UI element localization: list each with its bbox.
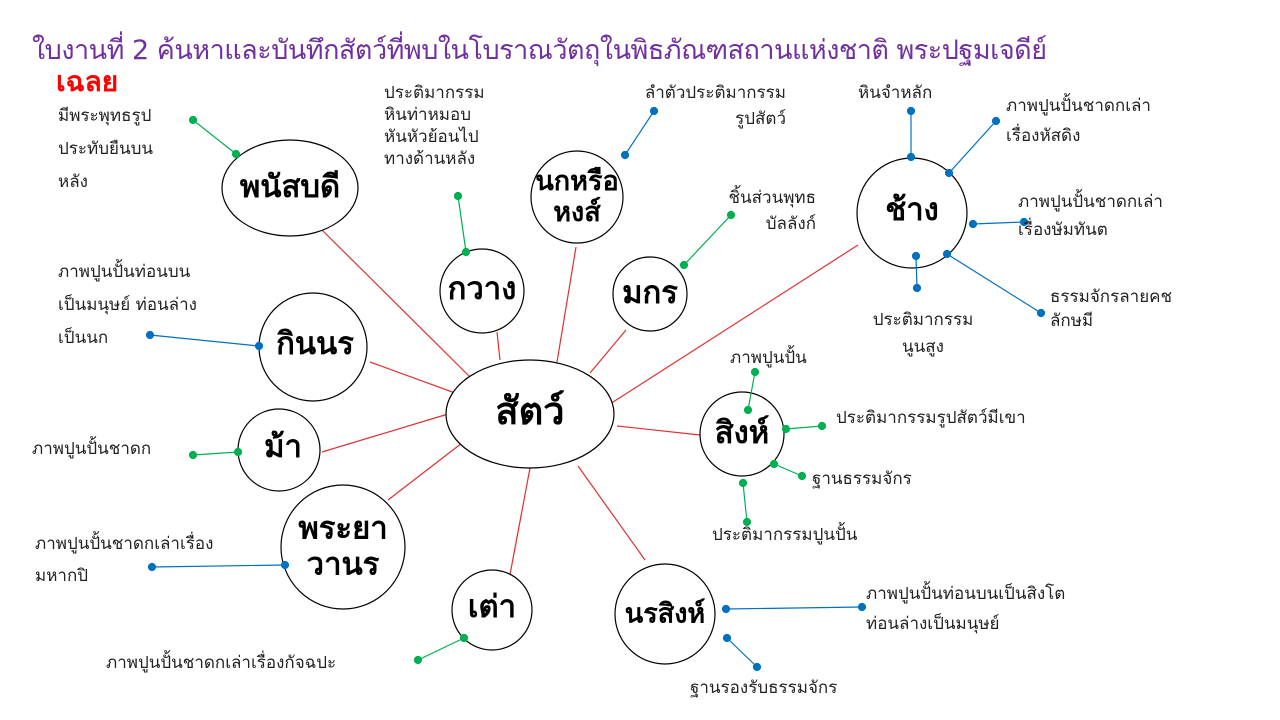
node-kinnon: กินนร <box>276 326 354 363</box>
node-phraya-wanon: พระยา วานร <box>298 511 387 582</box>
node-makara: มกร <box>622 275 678 312</box>
ma-detail: ภาพปูนปั้นชาดก <box>32 439 152 459</box>
main-links <box>319 227 859 581</box>
node-shapes <box>221 139 968 665</box>
chang-detail-5: ประติมากรรม นูนสูง <box>872 310 974 358</box>
chang-detail-1: หินจำหลัก <box>858 83 933 103</box>
panasabodi-detail: มีพระพุทธรูป ประทับยืนบน หลัง <box>58 106 154 193</box>
answer-key-label: เฉลย <box>56 65 119 98</box>
green-sub-links <box>188 115 827 665</box>
phraya-wanon-detail: ภาพปูนปั้นชาดกเล่าเรื่อง มหากปิ <box>35 534 214 587</box>
nok-hong-detail: ลำตัวประติมากรรม รูปสัตว์ <box>644 83 786 130</box>
worksheet-title: ใบงานที่ 2 ค้นหาและบันทึกสัตว์ที่พบในโบร… <box>32 35 1047 66</box>
singh-detail-4: ประติมากรรมปูนปั้น <box>712 525 858 545</box>
singh-detail-3: ฐานธรรมจักร <box>812 469 912 489</box>
blue-sub-links <box>145 106 1046 672</box>
chang-detail-4: ธรรมจักรลายคช ลักษมี <box>1050 287 1173 331</box>
node-nok-hong-line2: หงส์ <box>553 197 601 228</box>
chang-detail-2: ภาพปูนปั้นชาดกเล่า เรื่องหัสดิง <box>1006 96 1151 146</box>
node-panasabodi: พนัสบดี <box>239 169 341 206</box>
node-singh: สิงห์ <box>714 415 770 452</box>
node-phraya-wanon-line1: พระยา <box>298 510 388 547</box>
node-nok-hong-line1: นกหรือ <box>535 165 619 197</box>
singh-detail-1: ภาพปูนปั้น <box>730 348 807 368</box>
makara-detail: ชิ้นส่วนพุทธ บัลลังก์ <box>728 188 817 235</box>
node-tao: เต่า <box>467 589 517 626</box>
node-norasingh: นรสิงห์ <box>624 598 706 630</box>
node-chang: ช้าง <box>885 192 939 229</box>
chang-detail-3: ภาพปูนปั้นชาดกเล่า เรื่องษัมทันต <box>1018 192 1163 241</box>
tao-detail: ภาพปูนปั้นชาดกเล่าเรื่องกัจฉปะ <box>106 653 337 673</box>
norasingh-detail-1: ภาพปูนปั้นท่อนบนเป็นสิงโต ท่อนล่างเป็นมน… <box>866 584 1066 634</box>
singh-detail-2: ประติมากรรมรูปสัตว์มีเขา <box>836 408 1026 428</box>
kinnon-detail: ภาพปูนปั้นท่อนบน เป็นมนุษย์ ท่อนล่าง เป็… <box>58 262 197 349</box>
kwang-detail: ประติมากรรม หินท่าหมอบ หันหัวย้อนไป ทางด… <box>384 83 485 170</box>
node-nok-hong: นกหรือ หงส์ <box>535 166 618 228</box>
node-phraya-wanon-line2: วานร <box>306 546 380 582</box>
node-ma: ม้า <box>264 429 302 466</box>
node-kwang: กวาง <box>447 271 517 308</box>
center-node-animal: สัตว์ <box>495 389 565 434</box>
norasingh-detail-2: ฐานรองรับธรรมจักร <box>690 678 838 698</box>
